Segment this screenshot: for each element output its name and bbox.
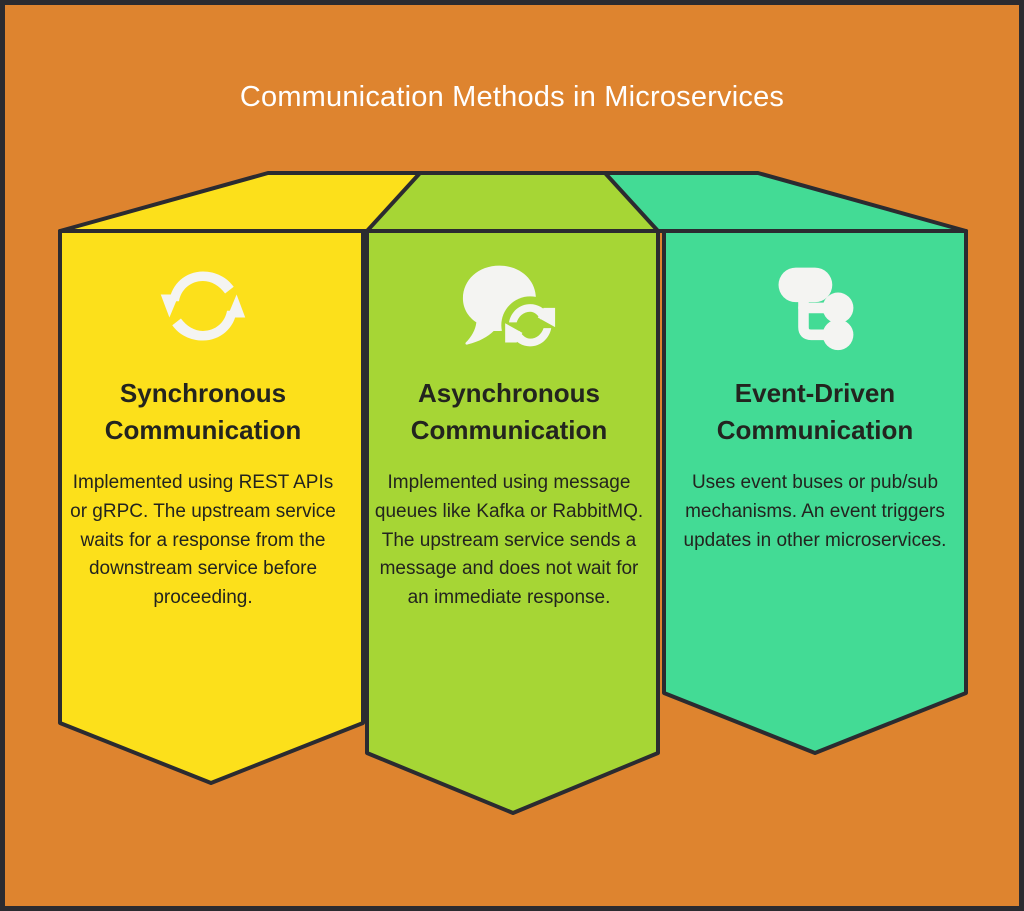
panel-description: Implemented using REST APIs or gRPC. The… — [70, 471, 336, 609]
panel-title-line: Communication — [410, 414, 608, 445]
banner-group — [58, 171, 968, 815]
panel-title: Asynchronous Communication — [358, 375, 660, 449]
banner-event-driven-roof — [603, 171, 968, 233]
panel-title-line: Asynchronous — [417, 378, 601, 408]
banner-event-driven-body — [662, 229, 968, 755]
panel-title: Synchronous Communication — [53, 375, 353, 449]
speech-bubble-sync-icon — [358, 253, 660, 359]
banner-synchronous-body — [58, 229, 365, 785]
panel-title-line: Synchronous — [119, 378, 287, 408]
panel-title-line: Communication — [716, 414, 914, 445]
banner-event-driven[interactable] — [603, 171, 968, 755]
banner-synchronous[interactable] — [58, 171, 422, 785]
banner-asynchronous-roof — [365, 171, 660, 233]
panel-title-line: Communication — [104, 414, 302, 445]
sync-arrows-icon — [53, 253, 353, 359]
banner-asynchronous-body — [365, 229, 660, 815]
event-hub-topology-icon — [664, 253, 966, 359]
panel-title: Event-Driven Communication — [664, 375, 966, 449]
panel-title-line: Event-Driven — [734, 378, 896, 408]
banner-synchronous-roof — [58, 171, 422, 233]
page-title: Communication Methods in Microservices — [239, 81, 785, 113]
panel-description: Implemented using message queues like Ka… — [374, 471, 644, 609]
banner-asynchronous[interactable] — [365, 171, 660, 815]
panel-description: Uses event buses or pub/sub mechanisms. … — [683, 471, 947, 551]
